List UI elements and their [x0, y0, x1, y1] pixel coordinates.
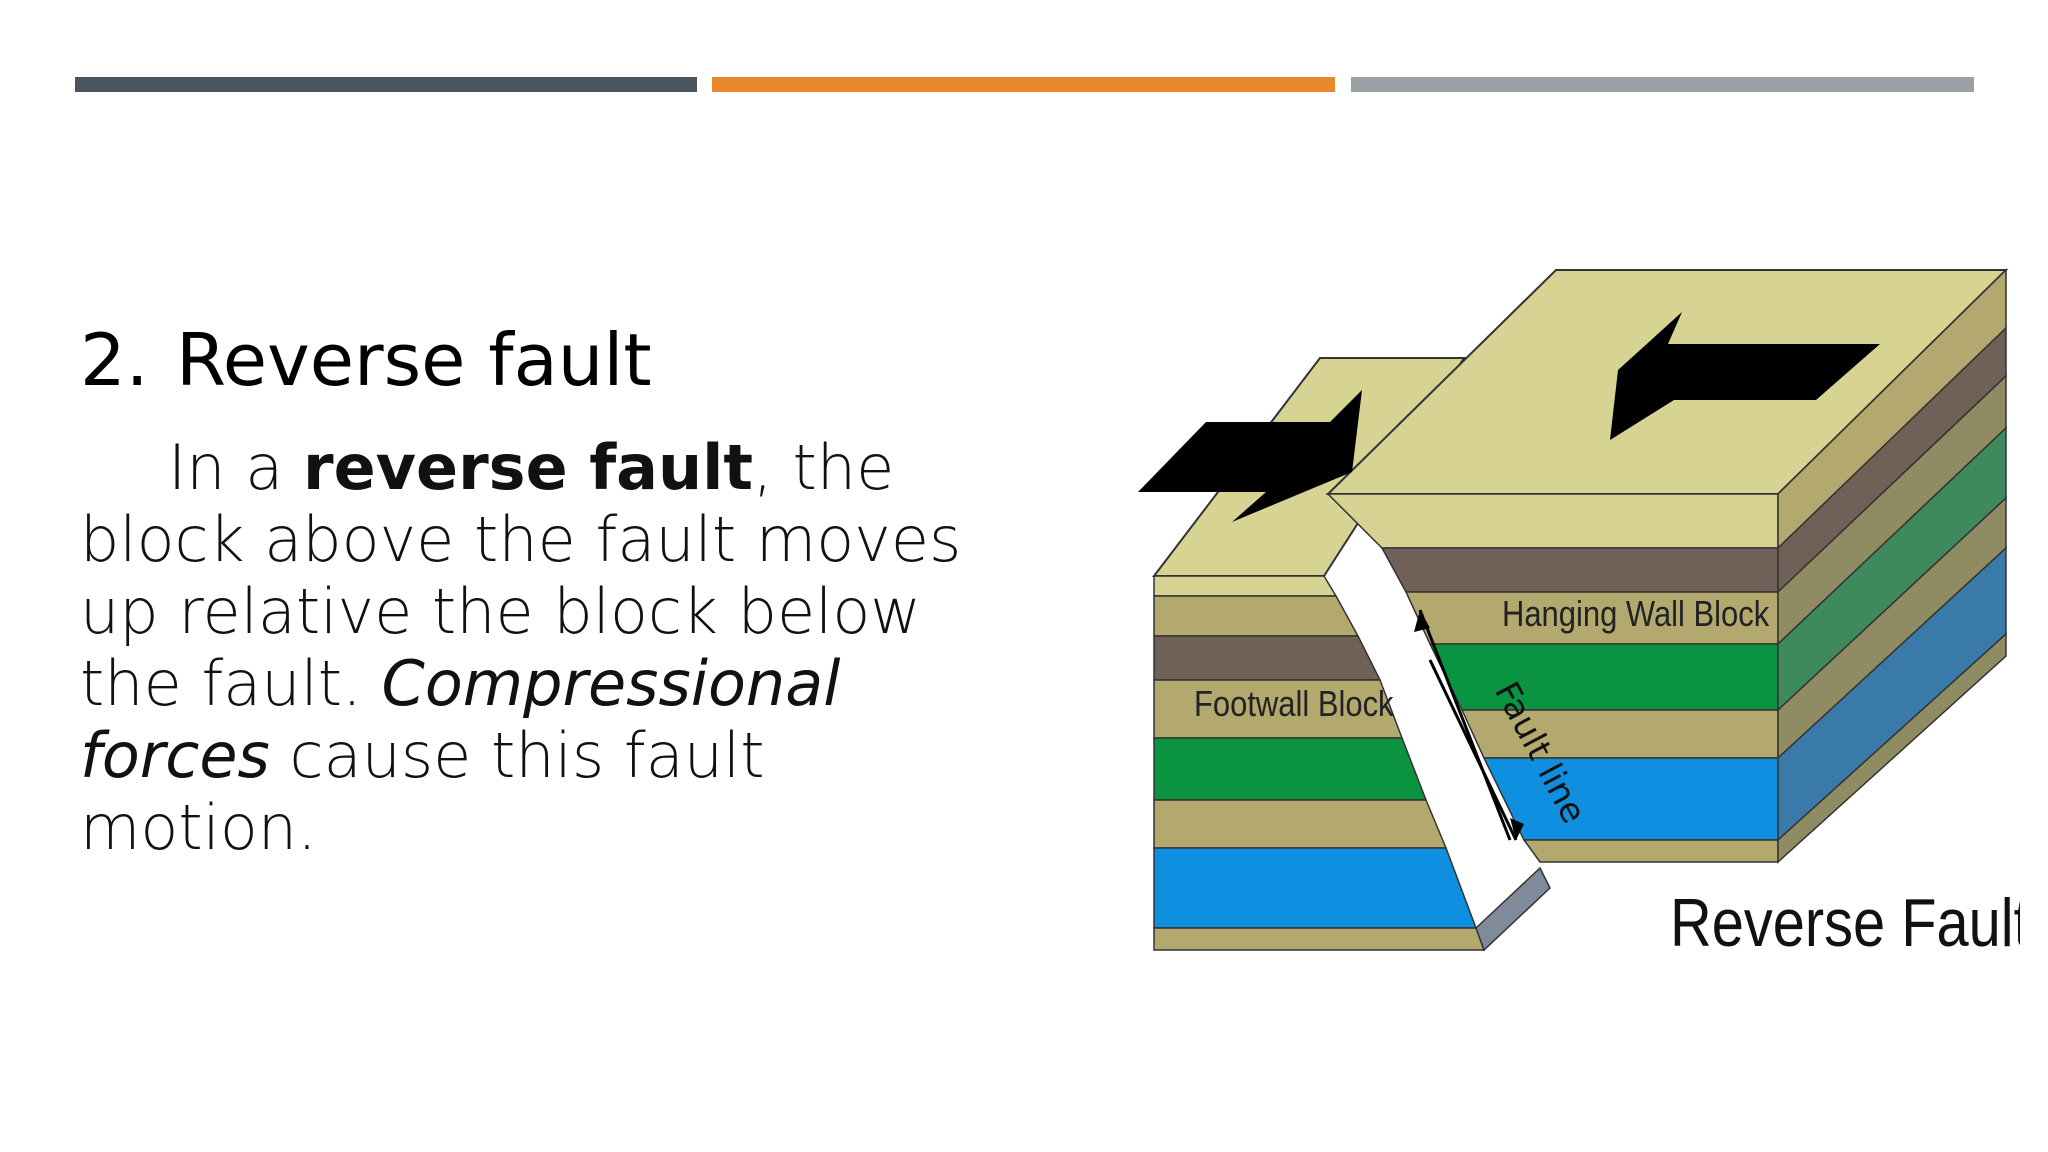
footwall-side [1475, 866, 1551, 952]
body-text-1: In a [168, 431, 303, 504]
footwall-layer [1153, 799, 1448, 849]
hanging-wall-layer [1522, 839, 1779, 863]
hanging-wall-layer [1380, 547, 1779, 593]
footwall-layer [1153, 575, 1338, 597]
footwall-layer [1153, 635, 1382, 681]
hanging-wall-side-layer [1777, 632, 2007, 864]
reverse-fault-diagram: Hanging Wall Block Footwall Block Fault … [1080, 258, 2020, 958]
footwall-label: Footwall Block [1194, 685, 1394, 725]
right-arrow-icon [1138, 390, 1362, 522]
double-arrow-icon [1414, 609, 1524, 841]
title-text: Reverse fault [176, 318, 652, 402]
footwall-layer [1153, 737, 1428, 801]
hanging-wall-label: Hanging Wall Block [1502, 595, 1769, 635]
body-text-3: cause this fault motion. [80, 719, 765, 864]
accent-bar-dark [75, 77, 697, 92]
diagram-title: Reverse Fault [1670, 886, 2020, 958]
left-arrow-icon [1610, 312, 1880, 440]
body-bold-term: reverse fault [303, 431, 754, 504]
accent-bar-orange [712, 77, 1335, 92]
slide-title: 2. Reverse fault [80, 318, 652, 402]
body-italic-term: Compressional forces [80, 647, 841, 792]
body-paragraph: In a reverse fault, the block above the … [80, 432, 1010, 864]
accent-bar-gray [1351, 77, 1974, 92]
footwall-layer [1153, 595, 1360, 637]
footwall-layer [1153, 927, 1486, 951]
hanging-wall-layer [1326, 493, 1779, 549]
list-number: 2. [80, 318, 149, 402]
hanging-wall-layer [1428, 643, 1779, 711]
footwall-layer [1153, 847, 1478, 929]
body-text-2: , the block above the fault moves up rel… [80, 431, 962, 720]
